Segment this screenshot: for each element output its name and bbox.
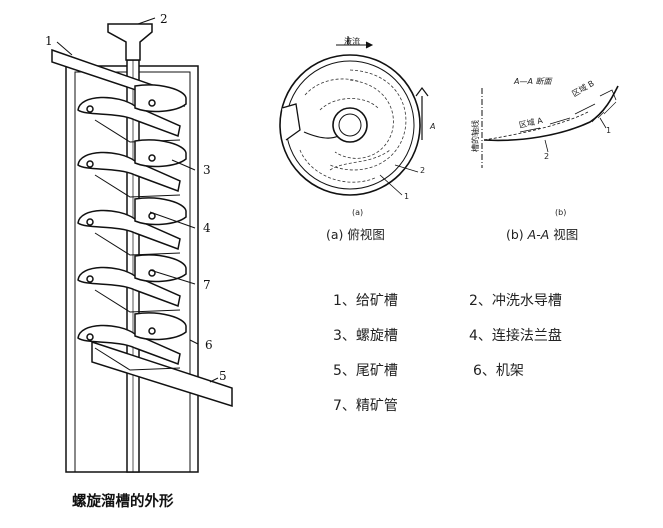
feed-funnel <box>107 23 153 61</box>
spiral-turn-right <box>134 254 187 283</box>
legend-item-2: 2、冲洗水导槽 <box>469 293 562 309</box>
spiral-turn-right <box>134 312 187 341</box>
plan-sub-tag: (a) <box>352 208 364 217</box>
legend-item-6: 6、机架 <box>473 363 524 379</box>
legend-item-5: 5、尾矿槽 <box>333 363 398 379</box>
spiral-turn-left <box>77 209 181 251</box>
spiral-underside <box>94 347 181 371</box>
legend-item-3: 3、螺旋槽 <box>333 328 398 344</box>
plan-flow-label: 液流 <box>344 37 360 46</box>
legend-item-4: 4、连接法兰盘 <box>469 328 562 344</box>
section-sub-tag: (b) <box>555 208 567 217</box>
bolt-hole <box>148 99 156 107</box>
spiral-turn-right <box>134 139 187 168</box>
tailing-chute <box>91 340 233 408</box>
spiral-underside <box>94 289 181 313</box>
spiral-turn-left <box>77 266 181 308</box>
spiral-turn-right <box>134 197 187 226</box>
spiral-turn-right <box>134 84 187 113</box>
section-num-1: 1 <box>606 126 612 135</box>
callout-4: 4 <box>203 221 211 235</box>
bolt-hole <box>86 160 94 168</box>
bolt-hole <box>86 275 94 283</box>
spiral-turn-left <box>77 324 181 366</box>
legend-item-7: 7、精矿管 <box>333 398 398 414</box>
bolt-hole <box>148 154 156 162</box>
plan-num-2: 2 <box>420 166 426 175</box>
section-aa-label: A—A 断面 <box>514 77 552 86</box>
callout-2: 2 <box>160 12 168 26</box>
spiral-turn-left <box>77 151 181 193</box>
section-num-2: 2 <box>544 152 550 161</box>
section-caption: (b) A-A 视图 <box>506 227 579 242</box>
bolt-hole <box>148 327 156 335</box>
spiral-turns <box>77 84 187 371</box>
callout-1: 1 <box>45 34 53 48</box>
legend-item-1: 1、给矿槽 <box>333 293 398 309</box>
bolt-hole <box>86 333 94 341</box>
callout-3: 3 <box>203 163 211 177</box>
spiral-underside <box>94 232 181 256</box>
spiral-underside <box>94 174 181 198</box>
plan-a-label: A <box>430 122 436 131</box>
bolt-hole <box>86 105 94 113</box>
callout-5: 5 <box>219 369 227 383</box>
section-axis-label: 槽的轴线 <box>471 120 480 152</box>
plan-caption: (a) 俯视图 <box>326 227 385 242</box>
plan-num-1: 1 <box>404 192 410 201</box>
spiral-turn-left <box>77 96 181 138</box>
figure-title: 螺旋溜槽的外形 <box>72 494 174 510</box>
bolt-hole <box>86 218 94 226</box>
callout-7: 7 <box>203 278 211 292</box>
callout-6: 6 <box>205 338 213 352</box>
